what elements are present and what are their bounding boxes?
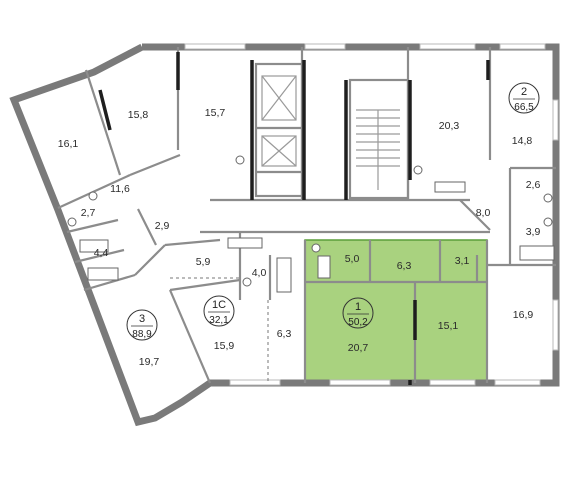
- room-labels: 16,1 15,8 15,7 20,3 14,8 11,6 2,7 4,4 2,…: [58, 107, 541, 368]
- apartment-area: 88,9: [132, 329, 152, 340]
- room-area: 20,3: [439, 120, 460, 132]
- apartment-badge-3[interactable]: 3 88,9: [126, 309, 158, 341]
- room-area: 15,8: [128, 109, 149, 121]
- room-area: 15,9: [214, 340, 235, 352]
- room-area: 15,7: [205, 107, 226, 119]
- apartment-area: 50,2: [348, 317, 368, 328]
- studio-boundary: [170, 277, 269, 383]
- room-area: 6,3: [277, 328, 292, 340]
- room-area: 3,1: [455, 255, 470, 267]
- apartment-number: 2: [521, 86, 527, 98]
- room-area: 2,7: [81, 207, 96, 219]
- apartment-badge-1c[interactable]: 1С 32,1: [203, 295, 235, 327]
- apartment-badge-2[interactable]: 2 66,5: [508, 82, 540, 114]
- room-area: 5,0: [345, 253, 360, 265]
- room-area: 4,4: [94, 247, 109, 259]
- interior-walls: [57, 47, 556, 384]
- staircase: [356, 109, 400, 190]
- exterior-walls: [9, 43, 560, 427]
- room-area: 15,1: [438, 320, 459, 332]
- room-area: 16,1: [58, 138, 79, 150]
- room-area: 6,3: [397, 260, 412, 272]
- room-area: 11,6: [110, 183, 130, 195]
- room-area: 3,9: [526, 226, 541, 238]
- room-area: 5,9: [196, 256, 211, 268]
- room-area: 20,7: [348, 342, 369, 354]
- room-area: 4,0: [252, 267, 267, 279]
- room-area: 8,0: [476, 207, 491, 219]
- apartment-area: 32,1: [209, 315, 229, 326]
- bathroom-fixtures: [67, 155, 555, 293]
- room-area: 2,6: [526, 179, 541, 191]
- room-area: 14,8: [512, 135, 533, 147]
- apartment-area: 66,5: [514, 102, 534, 113]
- room-area: 19,7: [139, 356, 160, 368]
- apartment-badge-1[interactable]: 1 50,2: [342, 297, 374, 329]
- apartment-number: 1: [355, 301, 361, 313]
- apartment-number: 3: [139, 313, 145, 325]
- apartment-number: 1С: [212, 299, 226, 311]
- windows: [184, 43, 559, 386]
- structural-walls: [98, 52, 490, 385]
- elevator-shafts: [261, 75, 297, 167]
- room-area: 2,9: [155, 220, 170, 232]
- room-area: 16,9: [513, 309, 534, 321]
